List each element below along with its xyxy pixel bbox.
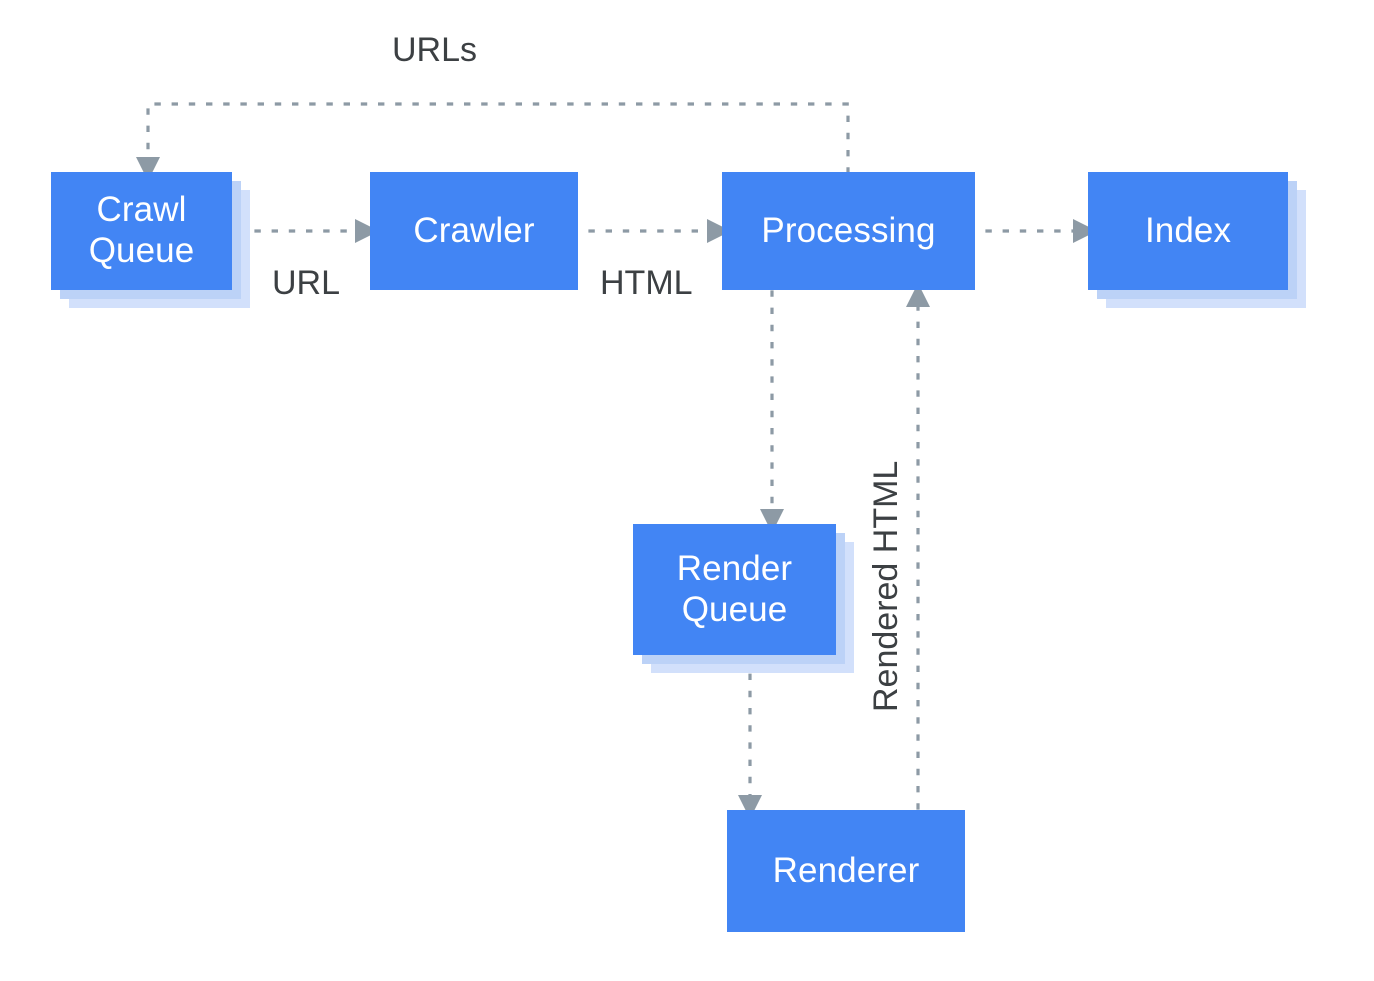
node-face: Renderer xyxy=(727,810,965,932)
edge-label-html: HTML xyxy=(600,264,693,302)
node-label-renderer: Renderer xyxy=(772,850,920,890)
edge-label-url: URL xyxy=(272,264,341,302)
edge-label-rendered-html: Rendered HTML xyxy=(867,460,905,712)
node-processing[interactable]: Processing xyxy=(722,172,975,290)
node-face: Processing xyxy=(722,172,975,290)
edge-urls-path xyxy=(136,102,850,181)
edge-label-urls: URLs xyxy=(392,31,478,69)
node-crawl-queue[interactable]: Crawl Queue xyxy=(51,172,250,308)
node-face: Render Queue xyxy=(633,524,836,655)
node-crawler[interactable]: Crawler xyxy=(370,172,578,290)
node-label-render-queue: Render Queue xyxy=(676,548,793,629)
node-label-processing: Processing xyxy=(761,210,936,250)
node-face: Index xyxy=(1088,172,1288,290)
node-face: Crawler xyxy=(370,172,578,290)
node-face: Crawl Queue xyxy=(51,172,232,290)
node-renderer[interactable]: Renderer xyxy=(727,810,965,932)
node-label-crawler: Crawler xyxy=(413,210,535,250)
node-index[interactable]: Index xyxy=(1088,172,1306,308)
node-label-crawl-queue: Crawl Queue xyxy=(88,190,195,270)
node-label-index: Index xyxy=(1144,210,1232,250)
node-render-queue[interactable]: Render Queue xyxy=(633,524,854,673)
